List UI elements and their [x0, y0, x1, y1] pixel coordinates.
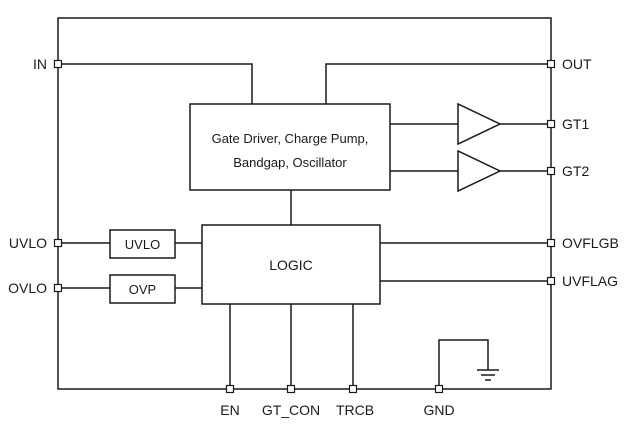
pin-ovflgb [546, 238, 556, 248]
pin-gt1 [546, 119, 556, 129]
pin-gnd [434, 384, 444, 394]
pin-label-out: OUT [562, 56, 592, 72]
pin-label-ovflgb: OVFLGB [562, 235, 619, 251]
pin-label-trcb: TRCB [336, 402, 374, 418]
buffer-gt2-icon [457, 149, 502, 193]
chip-outline [57, 17, 552, 390]
pin-label-gt-con: GT_CON [262, 402, 320, 418]
ovp-block [109, 274, 176, 304]
pin-label-ovlo: OVLO [8, 280, 47, 296]
logic-label: LOGIC [269, 257, 313, 273]
pin-ovlo [53, 283, 63, 293]
pin-out [546, 59, 556, 69]
wire-gnd [438, 339, 489, 389]
pin-gt-con [286, 384, 296, 394]
pin-label-gnd: GND [423, 402, 454, 418]
buffer-gt1-icon [457, 102, 502, 146]
wires [58, 63, 551, 389]
wire-out [325, 63, 551, 104]
pin-label-uvflag: UVFLAG [562, 273, 618, 289]
pin-uvlo [53, 238, 63, 248]
pins [53, 59, 556, 394]
ground-icon [477, 369, 499, 381]
uvlo-block-label: UVLO [125, 237, 160, 252]
gate-driver-block [189, 103, 391, 191]
pin-label-gt2: GT2 [562, 163, 589, 179]
pin-label-gt1: GT1 [562, 116, 589, 132]
pin-trcb [348, 384, 358, 394]
wire-in [58, 63, 253, 104]
gate-driver-label-line2: Bandgap, Oscillator [233, 155, 347, 170]
logic-block [201, 224, 381, 305]
pin-en [225, 384, 235, 394]
pin-in [53, 59, 63, 69]
uvlo-block [109, 229, 176, 259]
pin-gt2 [546, 166, 556, 176]
gate-driver-label-line1: Gate Driver, Charge Pump, [212, 131, 369, 146]
pin-label-in: IN [33, 56, 47, 72]
pin-uvflag [546, 276, 556, 286]
ovp-block-label: OVP [129, 282, 156, 297]
pin-label-uvlo: UVLO [9, 235, 47, 251]
pin-label-en: EN [220, 402, 239, 418]
